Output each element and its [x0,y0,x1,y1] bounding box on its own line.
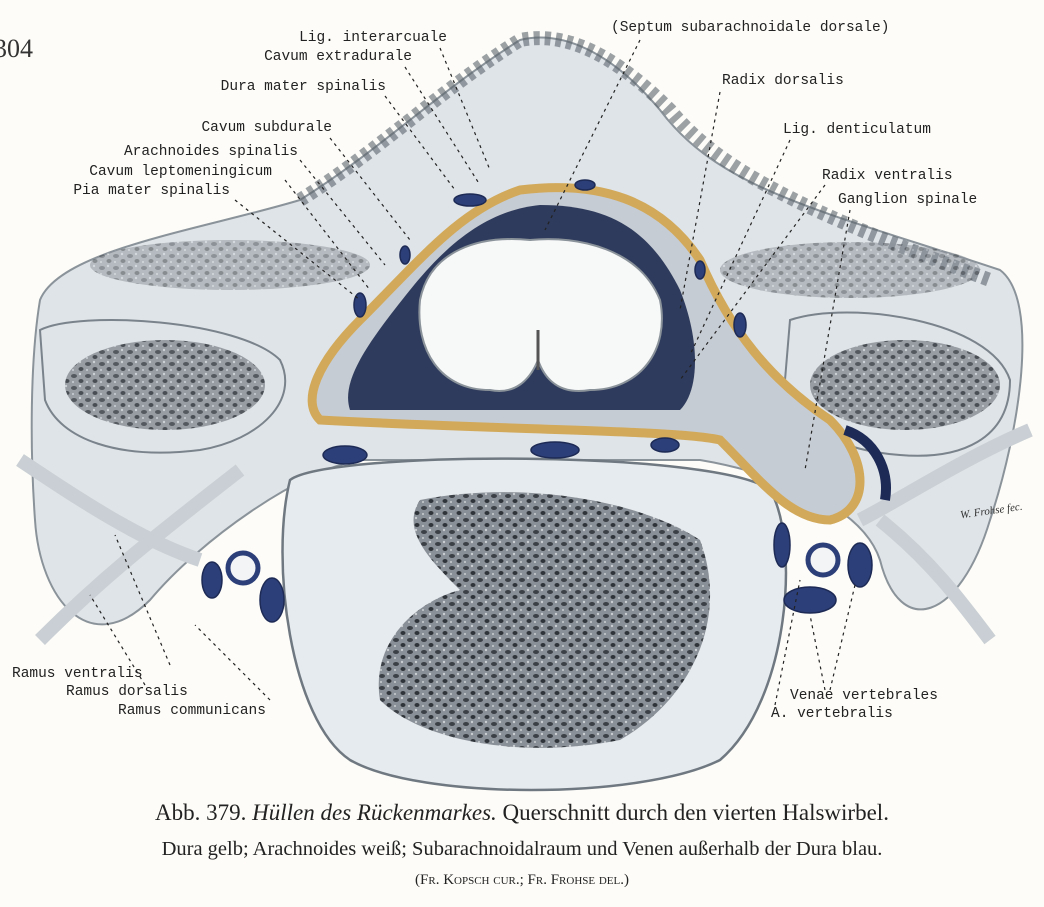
label-ramus-communicans: Ramus communicans [118,703,266,719]
label-radix-ventralis: Radix ventralis [822,168,953,184]
ramus-ventralis [16,454,245,645]
label-radix-dorsalis: Radix dorsalis [722,73,844,89]
label-venae-vertebrales: Venae vertebrales [790,688,938,704]
caption-number: Abb. 379. [155,800,247,825]
label-ramus-dorsalis: Ramus dorsalis [66,684,188,700]
label-ramus-ventralis: Ramus ventralis [12,666,143,682]
caption-line-1: Abb. 379. Hüllen des Rückenmarkes. Quers… [0,800,1044,826]
leader-lines [89,39,856,706]
veins [201,179,891,623]
caption-credits: (Fr. Kopsch cur.; Fr. Frohse del.) [415,872,629,888]
label-lig-denticulatum: Lig. denticulatum [783,122,931,138]
page-number: 304 [0,34,33,63]
caption-line-2: Dura gelb; Arachnoides weiß; Subarachnoi… [161,838,883,860]
label-septum: (Septum subarachnoidale dorsale) [611,20,890,36]
spinal-cord [418,238,663,392]
label-ganglion: Ganglion spinale [838,192,978,208]
caption-title: Hüllen des Rückenmarkes. [252,800,497,825]
label-cavum-leptomeningicum: Cavum leptomeningicum [89,164,272,180]
label-lig-interarcuale: Lig. interarcuale [299,30,447,46]
label-cavum-extradurale: Cavum extradurale [264,49,412,65]
label-pia-mater: Pia mater spinalis [73,183,230,199]
vertebral-arteries [225,542,841,586]
label-cavum-subdurale: Cavum subdurale [201,120,332,136]
caption-description: Querschnitt durch den vierten Halswirbel… [502,800,889,825]
label-a-vertebralis: A. vertebralis [771,706,893,722]
label-dura-mater: Dura mater spinalis [220,79,386,95]
label-arachnoides: Arachnoides spinalis [123,144,298,160]
